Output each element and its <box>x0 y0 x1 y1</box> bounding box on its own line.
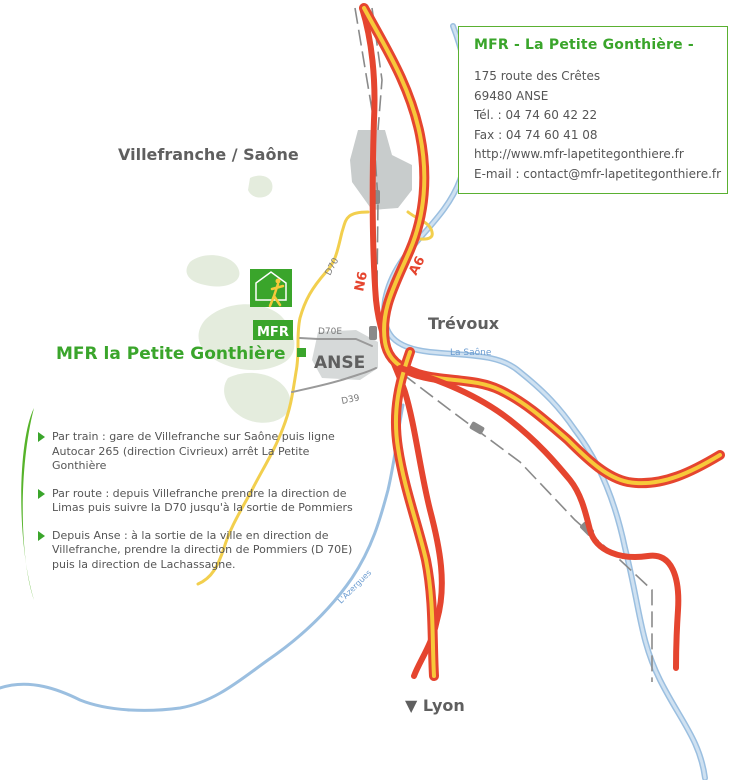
directions-text: Par train : gare de Villefranche sur Saô… <box>52 430 335 472</box>
contact-email-link[interactable]: E-mail : contact@mfr-lapetitegonthiere.f… <box>474 166 722 181</box>
road-label-d39: D39 <box>341 393 361 407</box>
a6-south-road <box>390 347 439 681</box>
directions-list: Par train : gare de Villefranche sur Saô… <box>38 430 358 585</box>
a46-road <box>397 365 682 671</box>
urban-areas <box>312 130 412 380</box>
directions-item: Par train : gare de Villefranche sur Saô… <box>38 430 358 474</box>
bullet-arrow-icon <box>38 530 45 541</box>
mfr-logo <box>250 269 293 340</box>
saone-river-inner <box>382 24 707 780</box>
road-label-n6: N6 <box>352 270 371 293</box>
directions-item: Depuis Anse : à la sortie de la ville en… <box>38 529 358 573</box>
d39-road <box>291 367 377 393</box>
contact-postal: 69480 ANSE <box>474 88 549 103</box>
minor-roads <box>196 210 434 586</box>
d70e-road <box>299 337 373 347</box>
city-label-villefranche: Villefranche / Saône <box>118 145 299 164</box>
contact-info-box: MFR - La Petite Gonthière - 175 route de… <box>458 26 728 194</box>
contact-title: MFR - La Petite Gonthière - <box>474 37 694 53</box>
bullet-arrow-icon <box>38 432 45 442</box>
road-label-d70e: D70E <box>318 327 342 337</box>
d70-road <box>196 210 370 586</box>
accent-arc <box>21 408 34 600</box>
rivers <box>0 23 708 780</box>
contact-address: 175 route des Crêtes <box>474 69 601 83</box>
contact-phone: Tél. : 04 74 60 42 22 <box>474 108 598 122</box>
contact-fax: Fax : 04 74 60 41 08 <box>474 127 598 142</box>
directions-text: Par route : depuis Villefranche prendre … <box>52 486 353 515</box>
contact-website-link[interactable]: http://www.mfr-lapetitegonthiere.fr <box>474 147 684 161</box>
directions-text: Depuis Anse : à la sortie de la ville en… <box>52 528 353 571</box>
logo-text: MFR <box>257 325 289 340</box>
major-roads <box>359 3 725 681</box>
mfr-location-marker <box>297 348 306 357</box>
bullet-arrow-icon <box>38 488 45 499</box>
river-label-saone: La Saône <box>450 347 492 358</box>
city-label-anse: ANSE <box>314 353 366 373</box>
road-label-d70: D70 <box>324 256 342 277</box>
city-label-lyon: ▼ Lyon <box>405 696 465 715</box>
city-label-trevoux: Trévoux <box>428 314 500 333</box>
azergues-river <box>0 403 405 712</box>
directions-item: Par route : depuis Villefranche prendre … <box>38 487 358 516</box>
mfr-location-label: MFR la Petite Gonthière <box>56 344 286 364</box>
